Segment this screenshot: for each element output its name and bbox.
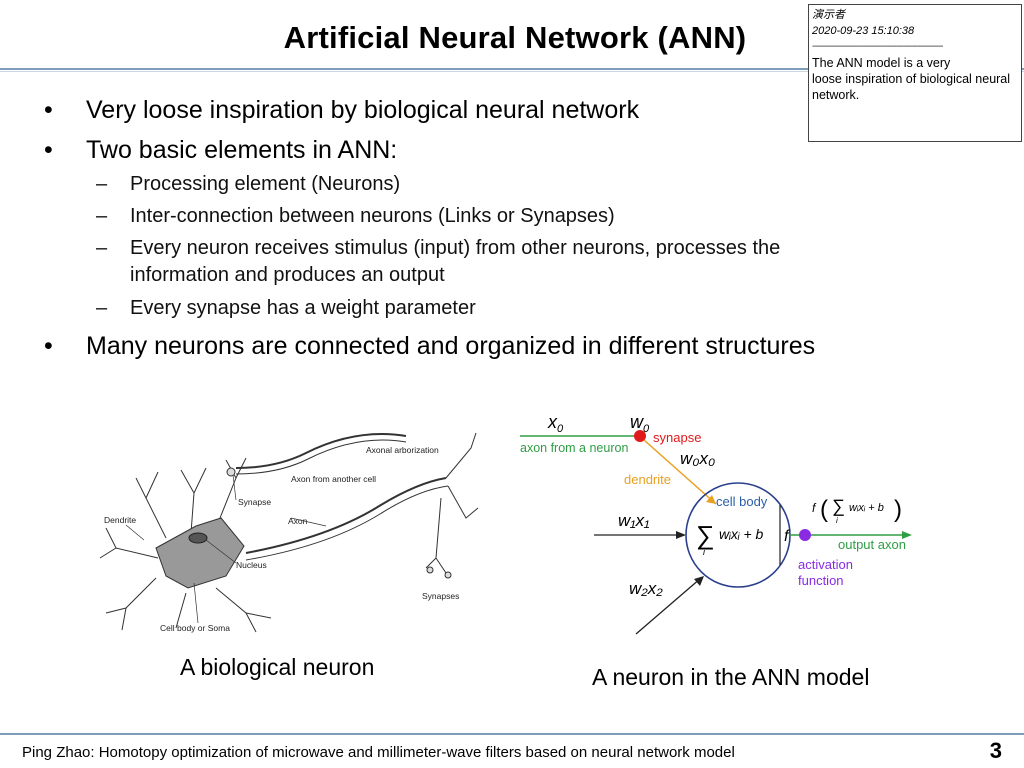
- synapse-dot: [634, 430, 646, 442]
- biological-neuron-figure: Axonal arborization Axon from another ce…: [99, 432, 479, 633]
- comment-timestamp: 2020-09-23 15:10:38: [812, 25, 915, 37]
- label-synapses: Synapses: [422, 591, 459, 601]
- label-cell-body: cell body: [716, 494, 768, 509]
- dendrite-branch: [175, 592, 187, 629]
- axon-terminal: [447, 485, 479, 519]
- dendrite-branch: [105, 527, 117, 549]
- label-x0: x: [547, 412, 558, 432]
- svg-text:i: i: [836, 516, 838, 525]
- page-number: 3: [989, 738, 1002, 763]
- synapse-shape: [426, 566, 434, 574]
- dendrite-branch: [121, 607, 127, 631]
- label-dendrite: dendrite: [624, 472, 671, 487]
- label-axon-from-another: Axon from another cell: [291, 474, 376, 484]
- svg-text:∑: ∑: [832, 496, 845, 516]
- title-rule-light: [0, 71, 1024, 72]
- dendrite-branch: [105, 577, 157, 614]
- comment-author: 演示者: [812, 9, 845, 21]
- nucleus-shape: [188, 532, 208, 544]
- label-function: function: [798, 573, 844, 588]
- bullet-item: Two basic elements in ANN:: [40, 130, 920, 170]
- caption-biological-neuron: A biological neuron: [180, 654, 375, 680]
- label-f-out: f: [812, 501, 817, 515]
- sub-bullet-item: –Inter-connection between neurons (Links…: [96, 205, 615, 227]
- label-f-out-expr: wᵢxᵢ + b: [849, 502, 884, 514]
- label-axon: Axon: [288, 516, 308, 526]
- bullet-item: Many neurons are connected and organized…: [40, 326, 920, 366]
- footer-rule: [0, 733, 1024, 735]
- svg-text:): ): [894, 496, 902, 523]
- axon-terminal: [435, 557, 447, 574]
- comment-text-line: loose inspiration of biological neural: [812, 72, 1011, 86]
- axon-terminal: [425, 497, 442, 569]
- slide-title: Artificial Neural Network (ANN): [283, 20, 747, 55]
- dendrite-branch: [245, 612, 272, 619]
- label-w0x0: w₀x₀: [680, 449, 715, 468]
- svg-text:x0: x0: [547, 412, 564, 435]
- sub-bullet-item: –Every synapse has a weight parameter: [96, 297, 476, 319]
- dendrite-branch: [99, 547, 159, 559]
- label-nucleus: Nucleus: [236, 560, 267, 570]
- axon-terminal: [445, 432, 477, 479]
- label-synapse: synapse: [653, 430, 701, 445]
- comment-separator: ----------------------------------------…: [812, 41, 943, 52]
- label-synapse: Synapse: [238, 497, 271, 507]
- label-w1x1: w₁x₁: [618, 511, 650, 530]
- label-f: f: [784, 528, 790, 545]
- label-sum-expr: wᵢxᵢ + b: [719, 526, 764, 542]
- svg-text:w0: w0: [630, 412, 650, 435]
- label-w2x2: w₂x₂: [629, 579, 663, 598]
- dendrite-branch: [145, 471, 159, 499]
- cell-body-shape: [155, 517, 245, 589]
- bullet-list: Very loose inspiration by biological neu…: [40, 90, 920, 366]
- dendrite-branch: [180, 469, 195, 494]
- slide-footer: Ping Zhao: Homotopy optimization of micr…: [22, 744, 735, 761]
- svg-text:(: (: [820, 496, 828, 523]
- label-axon-from-neuron: axon from a neuron: [520, 441, 628, 455]
- comment-text-line: The ANN model is a very: [812, 56, 951, 70]
- bullet-item: Very loose inspiration by biological neu…: [40, 90, 920, 130]
- label-activation: activation: [798, 557, 853, 572]
- ann-neuron-figure: x0 w0 synapse axon from a neuron w₀x₀ de…: [520, 412, 912, 635]
- dendrite-line: [643, 439, 717, 505]
- synapse-shape: [226, 467, 236, 477]
- label-output-axon: output axon: [838, 537, 906, 552]
- label-w0: w: [630, 412, 644, 432]
- sub-bullet-item: –Every neuron receives stimulus (input) …: [96, 237, 781, 286]
- label-sum-sub: i: [703, 547, 706, 557]
- sub-bullet-item: –Processing element (Neurons): [96, 173, 401, 195]
- activation-dot: [799, 529, 811, 541]
- label-cell-body: Cell body or Soma: [160, 623, 230, 633]
- label-axonal-arborization: Axonal arborization: [366, 445, 439, 455]
- title-rule: [0, 68, 1024, 70]
- caption-ann-neuron: A neuron in the ANN model: [592, 664, 870, 690]
- label-dendrite: Dendrite: [104, 515, 136, 525]
- synapse-shape: [444, 571, 452, 579]
- svg-text:∑: ∑: [696, 520, 715, 550]
